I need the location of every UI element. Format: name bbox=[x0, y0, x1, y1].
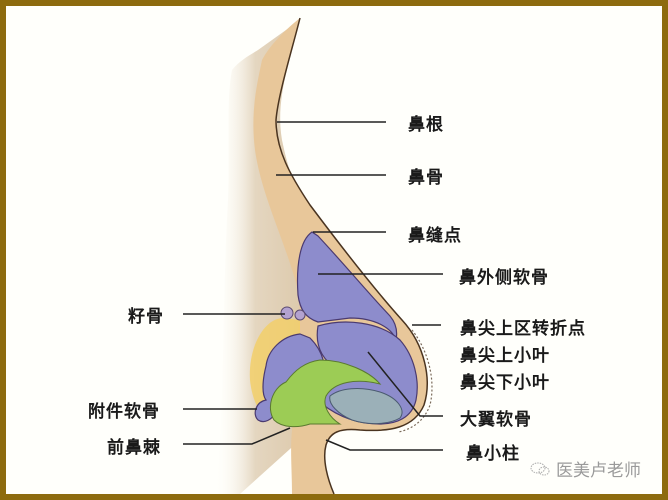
tip-skin-dashes bbox=[397, 329, 433, 433]
label-columella: 鼻小柱 bbox=[466, 444, 520, 464]
lower-lobule-shape bbox=[329, 388, 403, 425]
sesamoid-2 bbox=[294, 309, 306, 321]
label-sesamoid-cartilage: 籽骨 bbox=[128, 307, 164, 327]
upper-lateral-cartilage-shape bbox=[296, 231, 398, 343]
watermark-text: 医美卢老师 bbox=[556, 461, 641, 481]
label-lower-lateral-cartilage: 大翼软骨 bbox=[460, 410, 532, 430]
label-nasal-bone: 鼻骨 bbox=[408, 168, 444, 188]
sesamoid-1 bbox=[280, 306, 294, 320]
label-supratip-lobule: 鼻尖上小叶 bbox=[460, 346, 550, 366]
label-rhinion: 鼻缝点 bbox=[408, 226, 462, 246]
label-upper-lateral-cartilage: 鼻外侧软骨 bbox=[459, 268, 549, 288]
label-supratip-break: 鼻尖上区转折点 bbox=[460, 319, 586, 339]
label-anterior-nasal-spine: 前鼻棘 bbox=[107, 438, 161, 458]
label-nasal-root: 鼻根 bbox=[408, 115, 444, 135]
watermark: 医美卢老师 bbox=[530, 456, 641, 481]
skin-outline bbox=[275, 17, 428, 495]
label-infratip-lobule: 鼻尖下小叶 bbox=[460, 373, 550, 393]
medial-crus-shape bbox=[270, 359, 382, 428]
leader-lines-right bbox=[276, 121, 443, 451]
leader-lines-left bbox=[183, 313, 291, 445]
label-accessory-cartilage: 附件软骨 bbox=[88, 402, 160, 422]
wechat-icon bbox=[530, 462, 550, 475]
